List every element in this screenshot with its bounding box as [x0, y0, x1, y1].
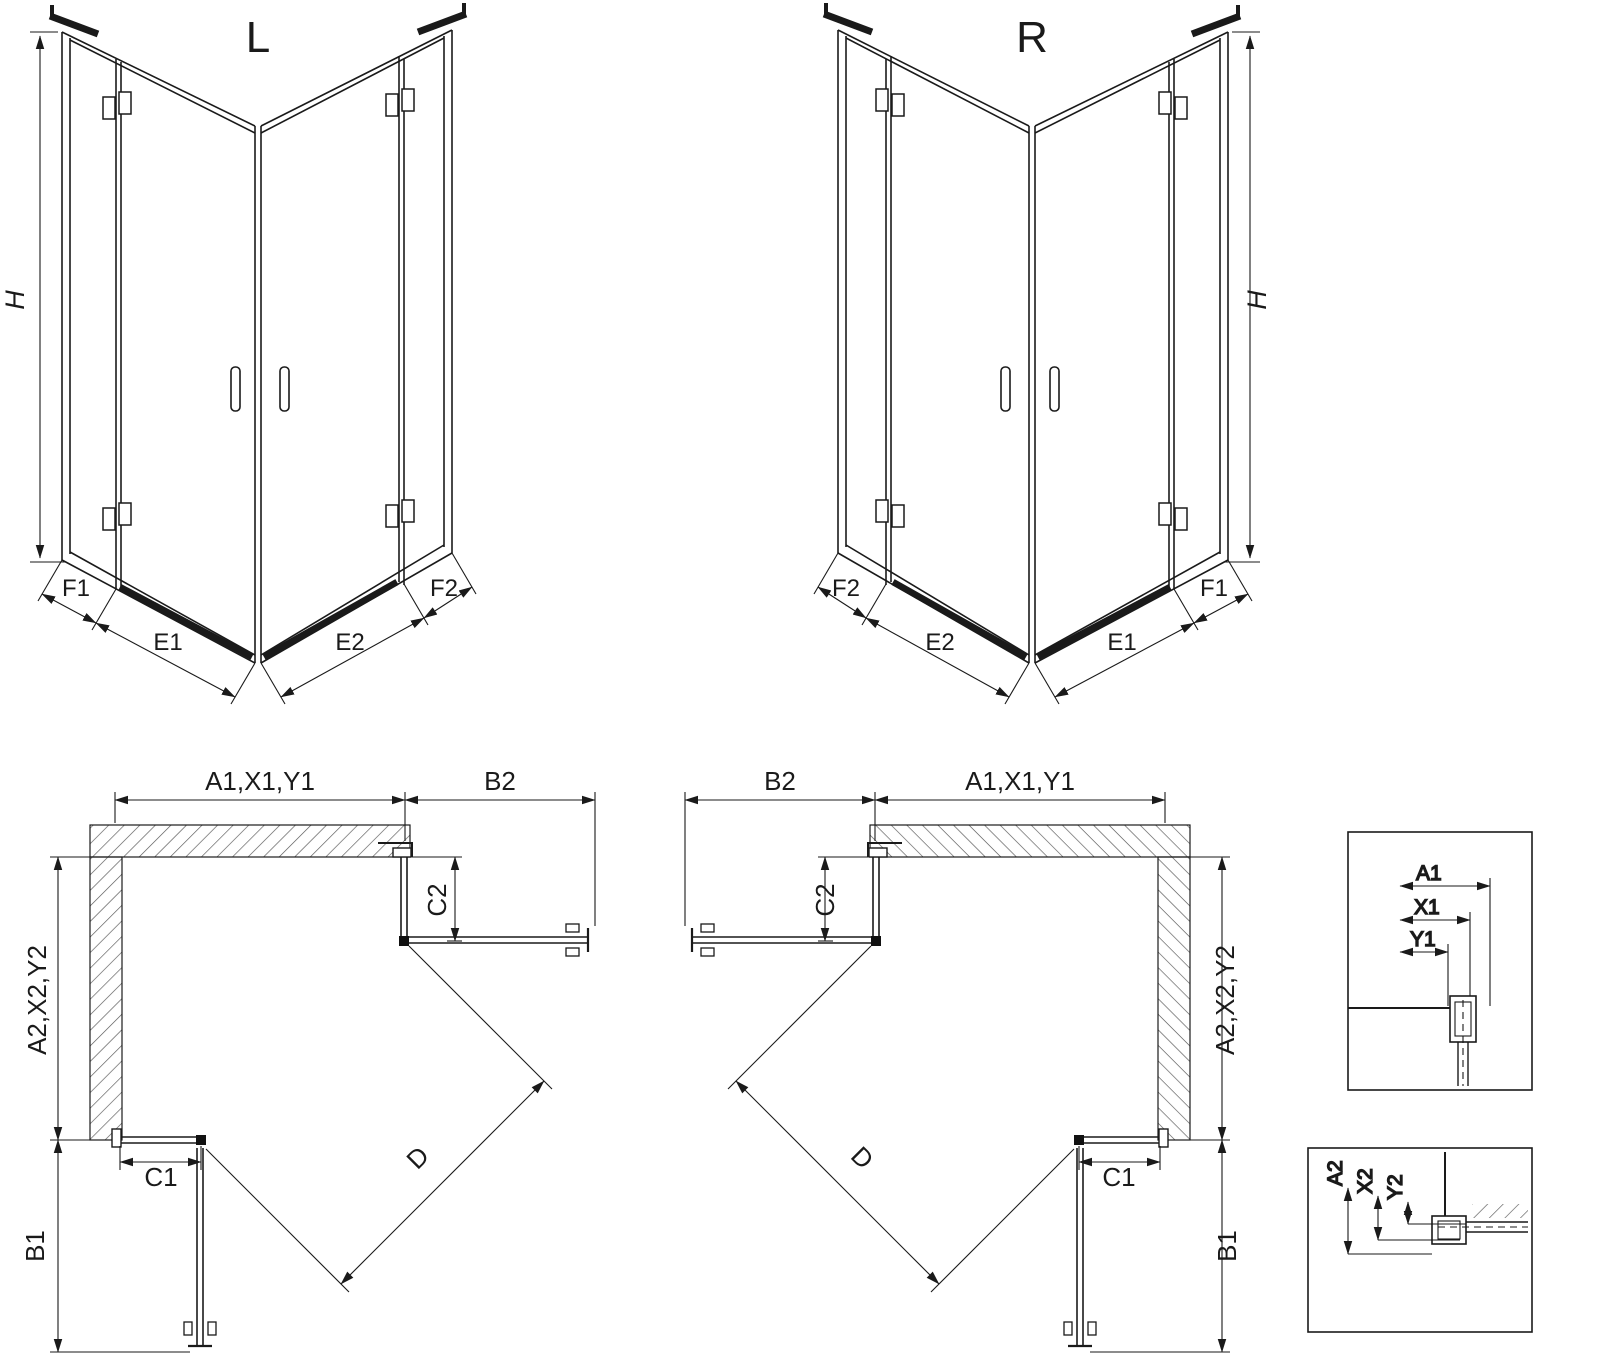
- height-dim-label: H: [0, 290, 30, 310]
- side-ext-label: B2: [484, 766, 516, 796]
- corner-fixed-v-label: C2: [810, 883, 840, 916]
- detail-dim-label: X1: [1414, 896, 1440, 919]
- width-dim-label: F1: [1200, 575, 1228, 602]
- detail-top-profile: A1 X1 Y1: [1347, 831, 1533, 1091]
- width-dim-label: E1: [153, 629, 182, 656]
- detail-dim-label: A2: [1324, 1160, 1347, 1186]
- variant-letter: R: [1016, 13, 1048, 62]
- detail-dim-label: X2: [1354, 1168, 1377, 1194]
- width-dim-label: F1: [62, 575, 90, 602]
- side-depth-label: A2,X2,Y2: [1210, 945, 1240, 1055]
- iso-view-right: [814, 3, 1260, 704]
- bottom-ext-label: B1: [20, 1230, 50, 1262]
- width-dim-label: E1: [1107, 629, 1136, 656]
- width-dim-label: E2: [925, 629, 954, 656]
- width-dim-label: E2: [335, 629, 364, 656]
- diagonal-label: D: [400, 1140, 434, 1174]
- bottom-ext-label: B1: [1212, 1230, 1242, 1262]
- top-width-label: A1,X1,Y1: [965, 766, 1075, 796]
- detail-dim-label: Y1: [1410, 928, 1436, 951]
- height-dim-label: H: [1242, 290, 1272, 310]
- plan-left-labels: A1,X1,Y1 B2 C2 A2,X2,Y2 C1 B1 D: [20, 766, 516, 1262]
- width-dim-label: F2: [832, 575, 860, 602]
- iso-view-left: [30, 3, 476, 704]
- corner-fixed-h-label: C1: [1102, 1162, 1135, 1192]
- variant-letter: L: [246, 13, 270, 62]
- side-ext-label: B2: [764, 766, 796, 796]
- top-width-label: A1,X1,Y1: [205, 766, 315, 796]
- detail-dim-label: A1: [1416, 862, 1442, 885]
- plan-view-right: [685, 792, 1230, 1352]
- iso-right-labels: R H F2 E2 E1 F1: [832, 13, 1272, 656]
- detail-dim-label: Y2: [1384, 1174, 1407, 1200]
- iso-left-labels: L H F1 E1 E2 F2: [0, 13, 458, 656]
- corner-fixed-h-label: C1: [144, 1162, 177, 1192]
- side-depth-label: A2,X2,Y2: [22, 945, 52, 1055]
- width-dim-label: F2: [430, 575, 458, 602]
- diagonal-label: D: [845, 1140, 879, 1174]
- plan-view-left: [50, 792, 595, 1352]
- corner-fixed-v-label: C2: [422, 883, 452, 916]
- detail-bottom-profile: A2 X2 Y2: [1307, 1147, 1533, 1333]
